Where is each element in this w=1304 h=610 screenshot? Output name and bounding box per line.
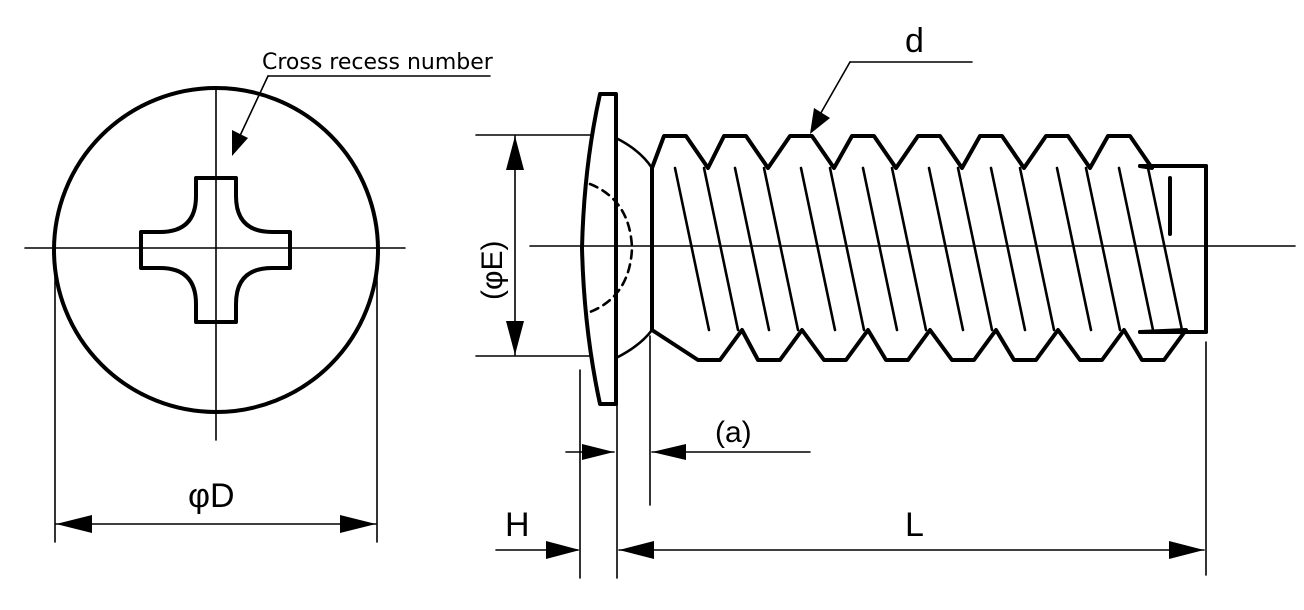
dia-e-arrow-top: [506, 136, 524, 170]
thread-helix-line: [1117, 166, 1155, 332]
head-outline: [580, 92, 618, 406]
h-top-arrowhead: [582, 444, 614, 460]
thread-bottom-profile: [650, 328, 1188, 362]
cross-recess-arrowhead: [232, 130, 248, 156]
thread-profile: [650, 134, 1188, 362]
cross-recess-shape: [139, 176, 292, 324]
l-arrow-right: [1169, 541, 1204, 559]
l-label: L: [905, 506, 924, 544]
thread-d-leader: [817, 61, 851, 119]
thread-d-arrowhead: [810, 108, 830, 134]
thread-helix-line: [890, 166, 928, 332]
dia-d-arrow-left: [56, 515, 92, 533]
thread-helix-line: [673, 166, 711, 332]
dia-d-label: φD: [188, 477, 235, 515]
recess-depth-dashed: [588, 182, 634, 314]
a-arrowhead: [652, 444, 686, 460]
cross-recess-leader: [237, 75, 269, 141]
thread-helix-line: [828, 166, 866, 332]
head-top-view: Cross recess number φD: [24, 50, 494, 543]
thread-helix-line: [1084, 166, 1122, 332]
dia-e-label: (φE): [476, 241, 509, 300]
thread-helix-line: [762, 166, 800, 332]
thread-helix-line: [1146, 166, 1184, 332]
thread-helix-line: [989, 166, 1027, 332]
screw-side-view: d (φE) (a) H L: [475, 22, 1296, 579]
dia-d-arrow-right: [340, 515, 376, 533]
thread-top-profile: [650, 134, 1154, 170]
l-arrow-left: [619, 541, 654, 559]
thread-helix-line: [733, 166, 771, 332]
thread-helix-line: [956, 166, 994, 332]
thread-helix-line: [861, 166, 899, 332]
h-label: H: [505, 506, 530, 544]
thread-d-label: d: [905, 22, 924, 60]
a-label: (a): [715, 416, 752, 449]
head-flange-curve: [614, 136, 654, 170]
head-outline-circle: [52, 86, 380, 414]
h-arrowhead: [546, 541, 580, 559]
thread-helix-line: [1055, 166, 1093, 332]
thread-helix-line: [799, 166, 837, 332]
cross-recess-label: Cross recess number: [262, 50, 494, 75]
dia-e-arrow-bottom: [506, 321, 524, 355]
head-flange-curve-bottom: [614, 328, 654, 360]
thread-helix-line: [927, 166, 965, 332]
thread-helix-line: [702, 166, 740, 332]
thread-helix-line: [1018, 166, 1056, 332]
